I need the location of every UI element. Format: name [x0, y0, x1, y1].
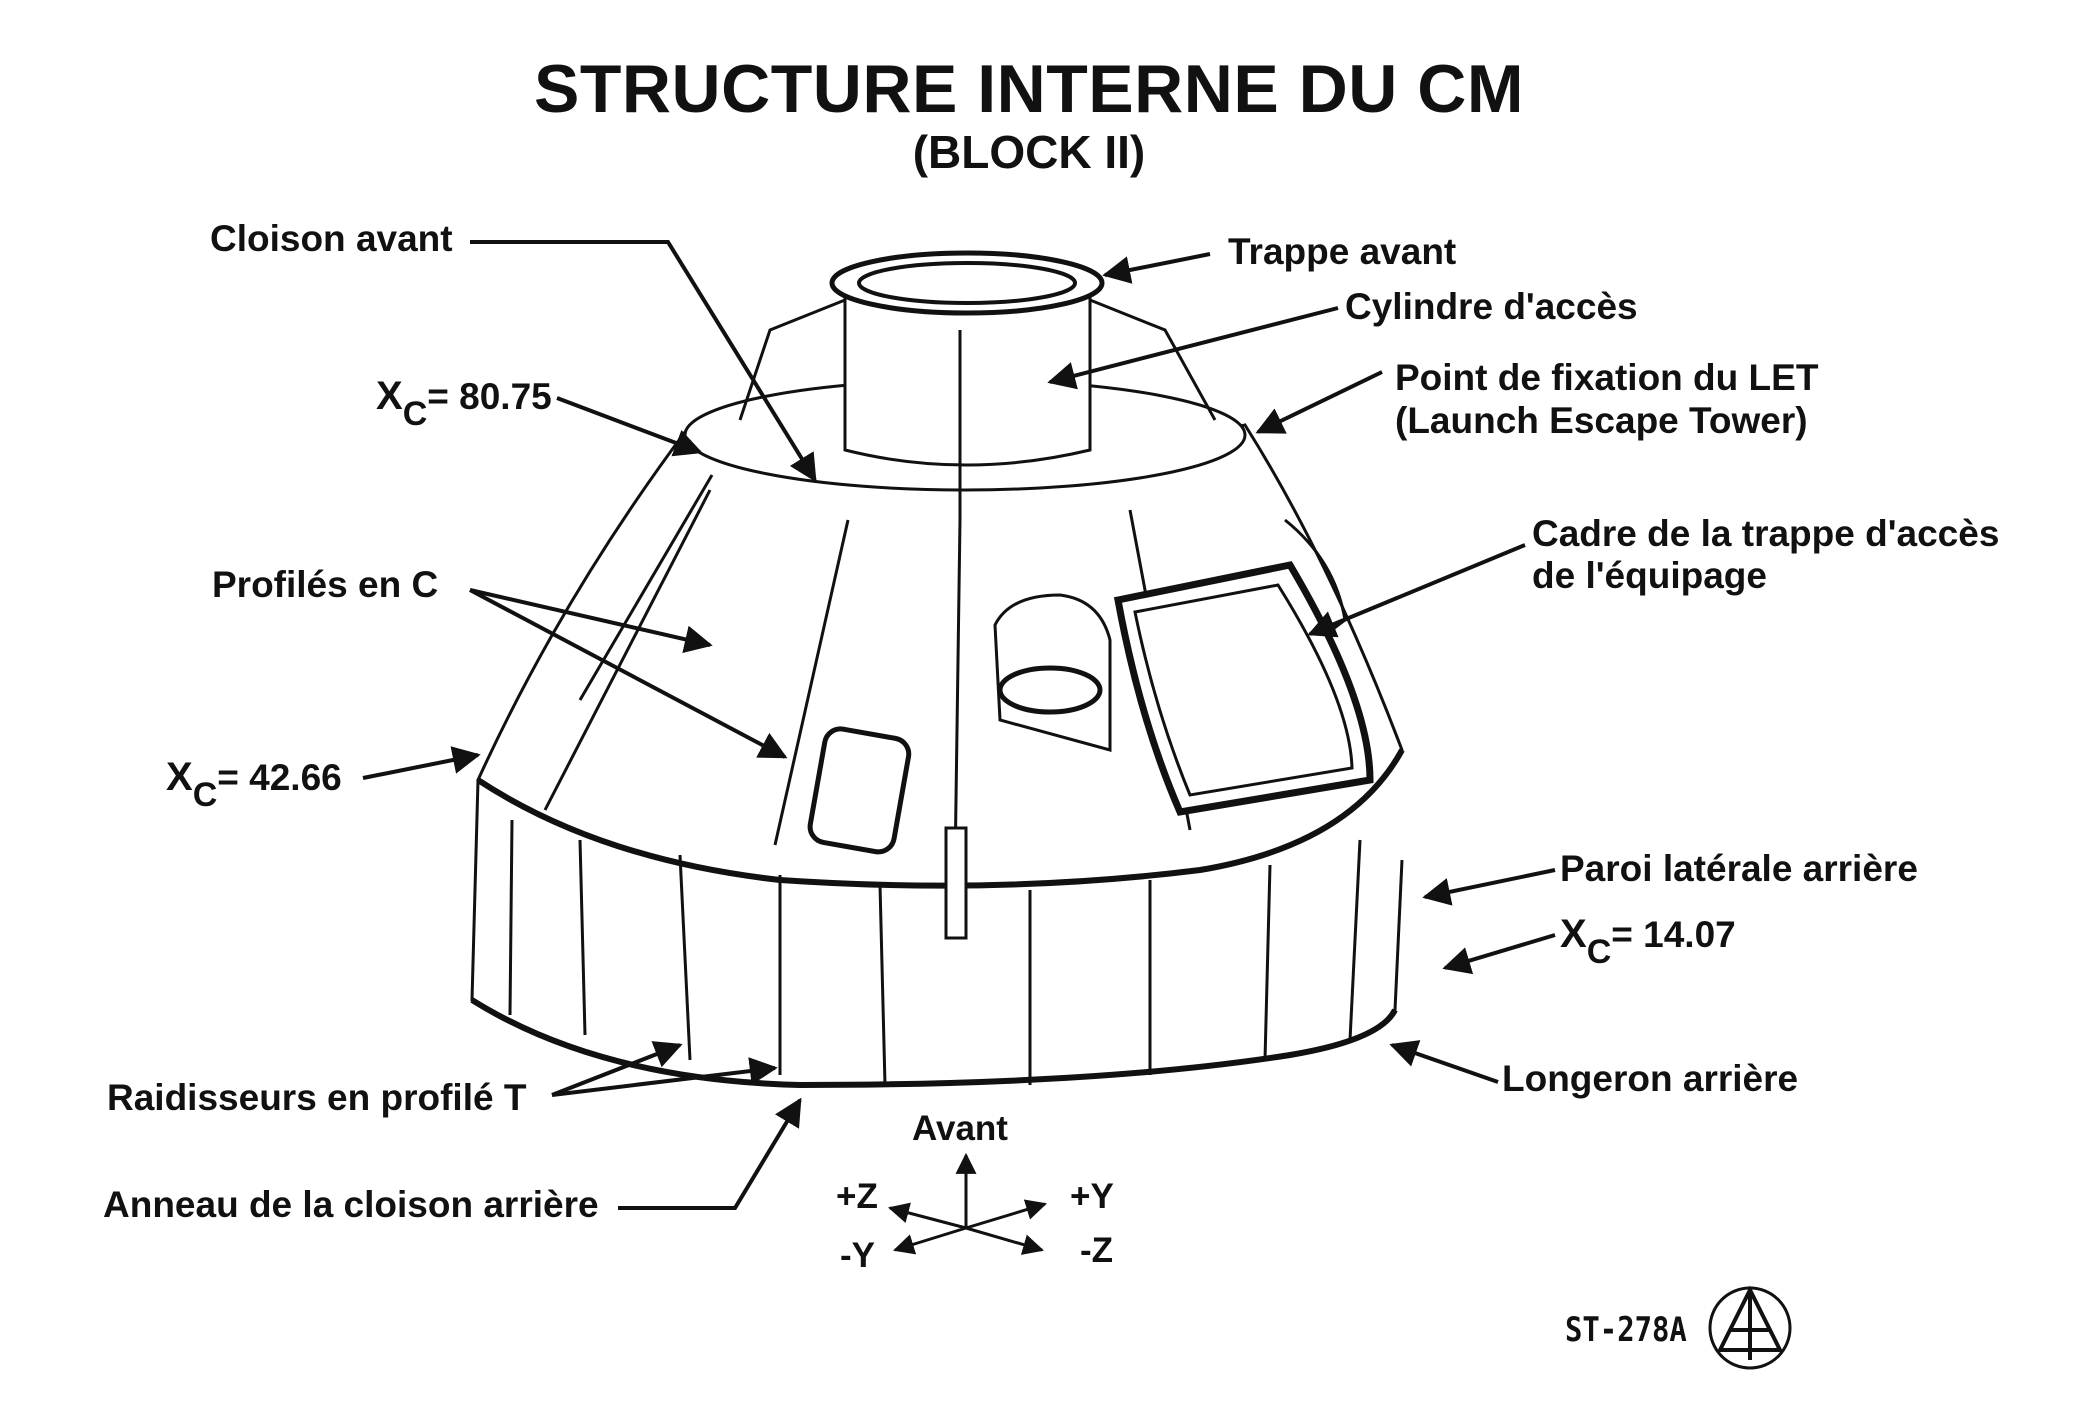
axis-plus-y	[965, 1199, 1048, 1230]
label-cadre-trappe: Cadre de la trappe d'accès	[1532, 513, 2000, 554]
axis-label-plus-z: +Z	[836, 1177, 878, 1216]
station-xc-8075: XC= 80.75	[376, 374, 552, 433]
label-paroi-laterale: Paroi latérale arrière	[1560, 848, 1918, 889]
axis-plus-z	[887, 1202, 967, 1230]
reference-code: ST-278A	[1565, 1310, 1687, 1350]
label-cloison-avant: Cloison avant	[210, 218, 453, 259]
access-tunnel	[843, 285, 1092, 467]
label-longeron: Longeron arrière	[1502, 1058, 1799, 1099]
leader-xc-1407	[1442, 933, 1556, 975]
leader-xc-4266	[362, 746, 481, 780]
label-anneau: Anneau de la cloison arrière	[103, 1184, 599, 1225]
axis-label-plus-y: +Y	[1070, 1177, 1114, 1216]
label-point-fixation-sub: (Launch Escape Tower)	[1395, 400, 1808, 441]
axis-label-minus-z: -Z	[1080, 1231, 1114, 1270]
leader-xc-8075	[556, 396, 703, 457]
station-xc-1407: XC= 14.07	[1560, 912, 1736, 971]
leader-longeron	[1389, 1040, 1499, 1084]
diagram-title: STRUCTURE INTERNE DU CM	[534, 51, 1524, 127]
capsule-structure	[470, 250, 1405, 1089]
leader-profiles-1	[469, 588, 713, 654]
leader-profiles-2	[469, 588, 788, 759]
leader-raidisseurs-2	[551, 1057, 778, 1097]
station-xc-4266: XC= 42.66	[166, 755, 342, 814]
aft-bulkhead-ring	[470, 997, 1398, 1089]
orientation-axes	[887, 1152, 1048, 1255]
label-point-fixation: Point de fixation du LET	[1395, 357, 1819, 398]
diagram-subtitle: (BLOCK II)	[912, 126, 1146, 178]
leader-cylindre	[1047, 306, 1339, 390]
side-window	[807, 726, 912, 855]
axis-label-avant: Avant	[912, 1109, 1008, 1148]
leader-trappe-avant	[1102, 252, 1211, 284]
label-trappe-avant: Trappe avant	[1228, 231, 1457, 272]
label-cadre-trappe-sub: de l'équipage	[1532, 555, 1767, 596]
axis-minus-y	[892, 1226, 967, 1255]
logistics-logo	[1708, 1285, 1792, 1370]
leader-cadre	[1307, 543, 1526, 638]
axis-minus-z	[965, 1226, 1045, 1255]
leader-lines	[362, 240, 1556, 1210]
leader-point-fixation	[1255, 370, 1383, 434]
leader-paroi	[1422, 868, 1556, 906]
label-profiles-c: Profilés en C	[212, 564, 439, 605]
axis-label-minus-y: -Y	[840, 1236, 875, 1275]
leader-cloison-avant	[470, 240, 817, 483]
label-cylindre-acces: Cylindre d'accès	[1345, 286, 1638, 327]
leader-anneau	[618, 1097, 802, 1210]
label-raidisseurs: Raidisseurs en profilé T	[107, 1077, 527, 1118]
leader-raidisseurs-1	[551, 1041, 683, 1097]
